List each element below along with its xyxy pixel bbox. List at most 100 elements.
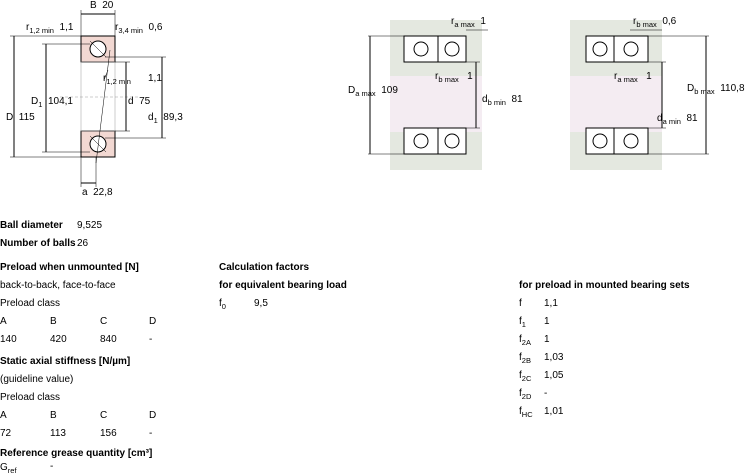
mid-Da-value: 109	[381, 85, 398, 96]
dim-a-value: 22,8	[93, 187, 113, 198]
dim-B-symbol: B	[90, 0, 97, 11]
dim-r12-symbol: r	[26, 22, 30, 33]
calc-equiv-title: for equivalent bearing load	[219, 280, 347, 291]
mid-db-symbol: d	[482, 94, 488, 105]
factor-sub: HC	[521, 410, 533, 419]
bearing-cross-section-drawing	[10, 10, 166, 187]
factor-sub: 2A	[521, 338, 531, 347]
dim-r34: r3,4 min 0,6	[115, 22, 162, 35]
factor-value: 1,03	[544, 352, 564, 363]
mid-ra-value: 1	[480, 16, 486, 27]
calc-f0-value: 9,5	[254, 298, 268, 309]
dim-r34-symbol: r	[115, 22, 119, 33]
right-rb-value: 0,6	[662, 16, 677, 27]
mid-ra: ra max 1	[451, 16, 486, 29]
preload-value-A: 140	[0, 334, 17, 345]
grease-title: Reference grease quantity [cm³]	[0, 448, 153, 459]
factor-label: fHC	[519, 406, 533, 419]
preload-class-B: B	[50, 316, 57, 327]
dim-d: d 75	[128, 96, 150, 107]
dim-D1-sub: 1	[38, 100, 43, 109]
dim-D1: D1 104,1	[31, 96, 73, 109]
factor-symbol: f	[519, 298, 522, 309]
stiffness-note: (guideline value)	[0, 374, 74, 385]
preload-arrangement: back-to-back, face-to-face	[0, 280, 116, 291]
preload-value-B: 420	[50, 334, 67, 345]
calc-mounted-title: for preload in mounted bearing sets	[519, 280, 690, 291]
dim-r12-inner-value: 1,1	[148, 73, 162, 84]
dim-D: D 115	[6, 112, 35, 123]
dim-r34-value: 0,6	[148, 22, 163, 33]
factor-sub: 2B	[521, 356, 531, 365]
grease-symbol: G	[0, 462, 8, 473]
mounting-drawing-back-to-back	[368, 20, 488, 170]
mid-ra-symbol: r	[451, 16, 455, 27]
dim-d-symbol: d	[128, 96, 134, 107]
factor-value: 1	[544, 316, 550, 327]
stiffness-value-B: 113	[50, 428, 66, 439]
calc-f0-sub: 0	[221, 302, 226, 311]
stiffness-value-D: -	[149, 428, 153, 439]
factor-symbol: f	[519, 352, 522, 363]
grease-sub: ref	[7, 466, 17, 475]
factor-label: f2B	[519, 352, 531, 365]
dim-a: a 22,8	[82, 187, 113, 198]
ball-diameter-value: 9,525	[77, 220, 103, 231]
dim-r12: r1,2 min 1,1	[26, 22, 73, 35]
dim-D-symbol: D	[6, 112, 14, 123]
dim-d1: d1 89,3	[148, 112, 183, 125]
ball-diameter-label: Ball diameter	[0, 220, 63, 231]
mid-Da-sub: a max	[355, 89, 376, 98]
dim-r12-inner-sub: 1,2 min	[106, 77, 131, 86]
right-da: da min 81	[657, 113, 698, 126]
right-da-symbol: d	[657, 113, 663, 124]
factor-value: 1,1	[544, 298, 558, 309]
factor-label: f2A	[519, 334, 531, 347]
factor-symbol: f	[519, 334, 522, 345]
factor-symbol: f	[519, 370, 522, 381]
mid-db-value: 81	[511, 94, 523, 105]
mid-rb: rb max 1	[435, 71, 473, 84]
mid-db: db min 81	[482, 94, 523, 107]
factor-symbol: f	[519, 406, 522, 417]
dim-B-value: 20	[102, 0, 114, 11]
factor-value: 1	[544, 334, 550, 345]
factor-sub: 2D	[521, 392, 532, 401]
dim-r34-sub: 3,4 min	[118, 26, 143, 35]
stiffness-class-D: D	[149, 410, 157, 421]
factor-value: 1,05	[544, 370, 564, 381]
factor-symbol: f	[519, 316, 522, 327]
mid-db-sub: b min	[487, 98, 506, 107]
stiffness-value-C: 156	[100, 428, 117, 439]
number-of-balls-label: Number of balls	[0, 238, 76, 249]
mid-rb-symbol: r	[435, 71, 439, 82]
stiffness-class-C: C	[100, 410, 108, 421]
right-ra: ra max 1	[614, 71, 652, 84]
right-rb-sub: b max	[636, 20, 657, 29]
preload-class-C: C	[100, 316, 108, 327]
factor-symbol: f	[519, 388, 522, 399]
right-rb-symbol: r	[633, 16, 637, 27]
preload-value-C: 840	[100, 334, 117, 345]
factor-label: f1	[519, 316, 526, 329]
preload-value-D: -	[149, 334, 153, 345]
mid-ra-sub: a max	[454, 20, 475, 29]
factor-value: -	[544, 388, 548, 399]
right-Db: Db max 110,8	[687, 83, 745, 96]
factor-label: f2C	[519, 370, 531, 383]
dim-d1-symbol: d	[148, 112, 154, 123]
dim-d1-value: 89,3	[163, 112, 183, 123]
mid-rb-value: 1	[467, 71, 473, 82]
preload-class-label: Preload class	[0, 298, 61, 309]
right-Db-value: 110,8	[720, 83, 745, 94]
dim-B: B 20	[90, 0, 113, 11]
right-ra-symbol: r	[614, 71, 618, 82]
dim-D1-value: 104,1	[47, 96, 73, 107]
right-Db-symbol: D	[687, 83, 695, 94]
mid-rb-sub: b max	[438, 75, 459, 84]
dim-r12-inner-symbol: r	[103, 73, 107, 84]
dim-r12-value: 1,1	[59, 22, 74, 33]
preload-class-D: D	[149, 316, 157, 327]
dim-d1-sub: 1	[153, 116, 158, 125]
dim-r12-inner: r1,2 min	[103, 73, 131, 86]
